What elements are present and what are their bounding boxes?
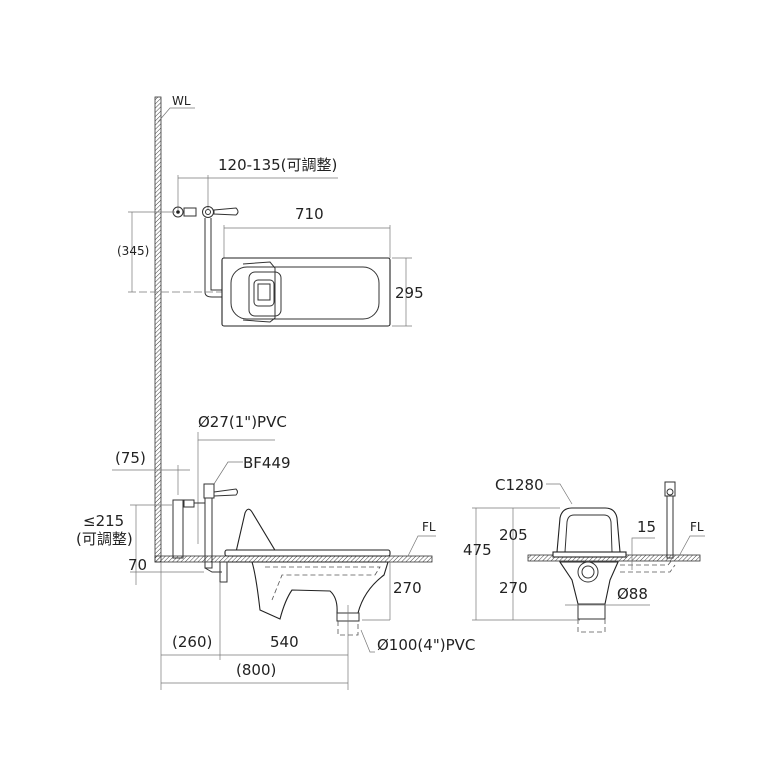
front-view: C1280 475 205 270 15 FL Ø88 [463, 476, 705, 633]
wall [154, 96, 162, 563]
supply-pipe-label: Ø27(1")PVC [198, 413, 287, 431]
floor-line-right-label: FL [690, 520, 704, 534]
max-215-label: ≤215 [83, 512, 124, 530]
flush-valve-label: BF449 [243, 454, 291, 472]
wall-line-label: WL [172, 94, 191, 108]
depth-70-label: 70 [128, 556, 147, 574]
height-345-label: (345) [117, 244, 149, 258]
floor-line-label: FL [422, 520, 436, 534]
distance-540-label: 540 [270, 633, 299, 651]
drain-pipe-label: Ø100(4")PVC [377, 636, 475, 654]
height-475-label: 475 [463, 541, 492, 559]
depth-270-label: 270 [393, 579, 422, 597]
width-295-label: 295 [395, 284, 424, 302]
height-205-label: 205 [499, 526, 528, 544]
distance-260-label: (260) [172, 633, 212, 651]
distance-800-label: (800) [236, 661, 276, 679]
offset-15-label: 15 [637, 518, 656, 536]
length-710-label: 710 [295, 205, 324, 223]
top-view: 120-135(可調整) (345) 710 295 [117, 156, 424, 327]
side-view: Ø27(1")PVC (75) BF449 ≤215 (可調整) 70 270 … [76, 413, 475, 690]
diameter-88-label: Ø88 [617, 585, 648, 603]
offset-75-label: (75) [115, 449, 146, 467]
model-label: C1280 [495, 476, 544, 494]
adjustable-label: (可調整) [76, 530, 133, 548]
depth-270-right-label: 270 [499, 579, 528, 597]
floor-left [154, 555, 433, 563]
adjustable-range-label: 120-135(可調整) [218, 156, 337, 174]
